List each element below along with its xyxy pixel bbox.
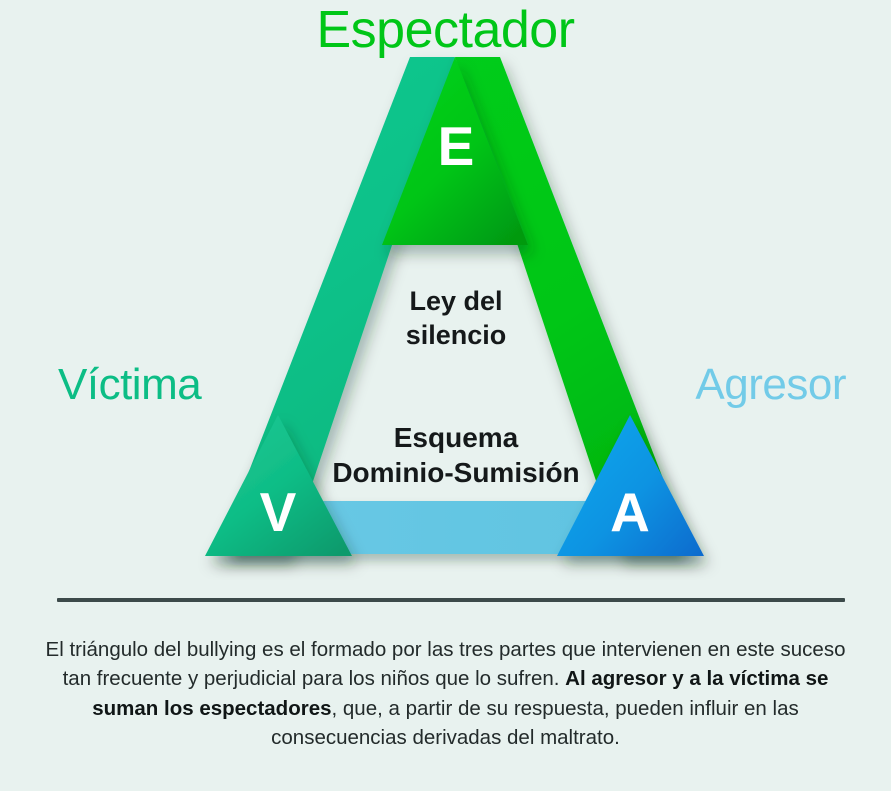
divider [57, 598, 845, 602]
caption-part-1: El triángulo del bullying es el formado … [45, 637, 846, 691]
corner-triangle-left [205, 415, 352, 556]
corner-letter-v: V [259, 481, 297, 543]
role-label-agresor: Agresor [695, 360, 846, 409]
triangle-diagram: Espectador Víctima Agresor E V A Ley del… [58, 1, 846, 556]
caption-part-2: , que, a partir de su respuesta, pueden … [271, 696, 799, 750]
corner-triangle-top [382, 57, 528, 245]
corner-triangle-right [557, 415, 704, 556]
caption-paragraph: El triángulo del bullying es el formado … [40, 635, 851, 753]
triangle-graphic-svg [205, 57, 704, 556]
role-label-victima: Víctima [58, 360, 202, 409]
caption-bold-phrase: Al agresor y a la víctima se suman los e… [92, 667, 829, 720]
corner-letter-e: E [437, 115, 475, 177]
role-label-espectador: Espectador [316, 1, 575, 59]
corner-letter-a: A [610, 481, 650, 543]
inner-label-ley-del-silencio: Ley del silencio [405, 286, 507, 351]
inner-label-esquema-dominio-sumision: Esquema Dominio-Sumisión [332, 422, 580, 489]
